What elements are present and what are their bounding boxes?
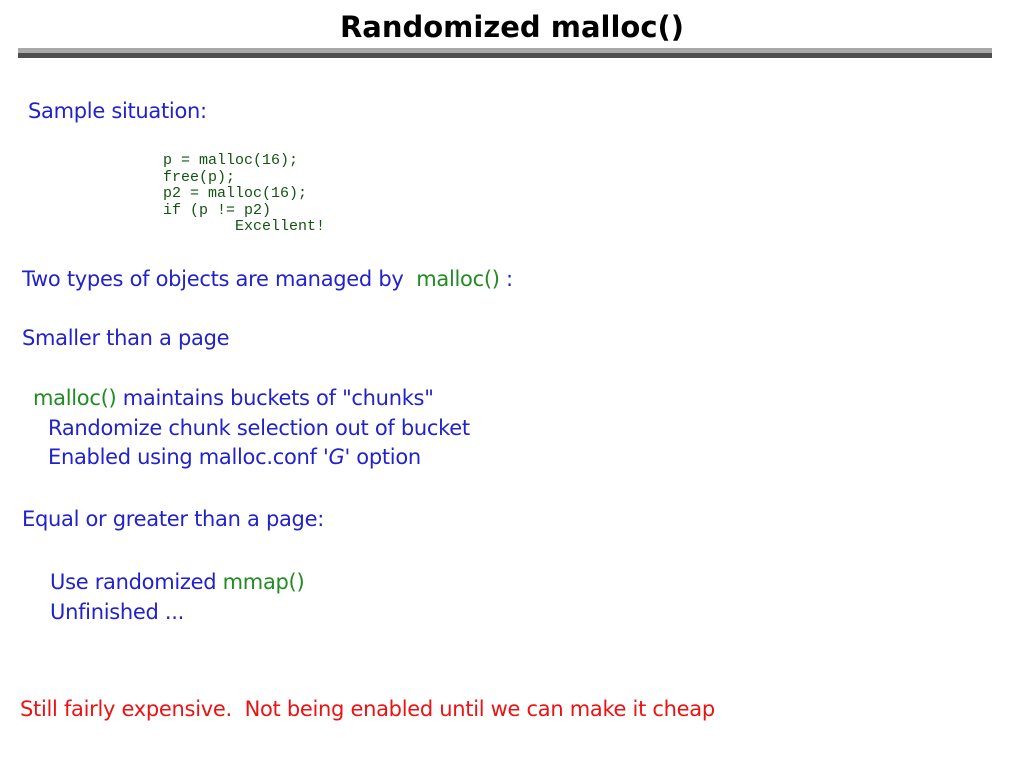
- malloc-function-name: malloc(): [33, 386, 117, 410]
- randomize-chunk-line: Randomize chunk selection out of bucket: [48, 416, 470, 440]
- buckets-rest: maintains buckets of "chunks": [116, 386, 434, 410]
- slide-title: Randomized malloc(): [339, 10, 685, 44]
- code-sample: p = malloc(16); free(p); p2 = malloc(16)…: [163, 152, 326, 235]
- use-prefix: Use randomized: [50, 570, 223, 594]
- malloc-function-name: malloc(): [416, 267, 500, 291]
- footer-warning-line: Still fairly expensive. Not being enable…: [20, 697, 715, 721]
- title-rule-bottom: [18, 53, 992, 58]
- two-types-suffix: :: [499, 267, 513, 291]
- two-types-prefix: Two types of objects are managed by: [22, 267, 417, 291]
- enabled-suffix: ' option: [344, 445, 421, 469]
- unfinished-line: Unfinished ...: [50, 600, 185, 624]
- sample-situation-label: Sample situation:: [28, 99, 207, 123]
- smaller-than-page-heading: Smaller than a page: [22, 326, 230, 350]
- enabled-prefix: Enabled using malloc.conf ': [48, 445, 329, 469]
- use-randomized-mmap-line: Use randomized mmap(): [50, 570, 305, 594]
- buckets-line: malloc() maintains buckets of "chunks": [33, 386, 434, 410]
- malloc-conf-g-flag: G: [328, 445, 345, 469]
- two-types-line: Two types of objects are managed by mall…: [22, 267, 513, 291]
- title-rule-top: [18, 48, 992, 53]
- equal-or-greater-heading: Equal or greater than a page:: [22, 507, 324, 531]
- mmap-function-name: mmap(): [222, 570, 305, 594]
- enabled-option-line: Enabled using malloc.conf 'G' option: [48, 445, 421, 469]
